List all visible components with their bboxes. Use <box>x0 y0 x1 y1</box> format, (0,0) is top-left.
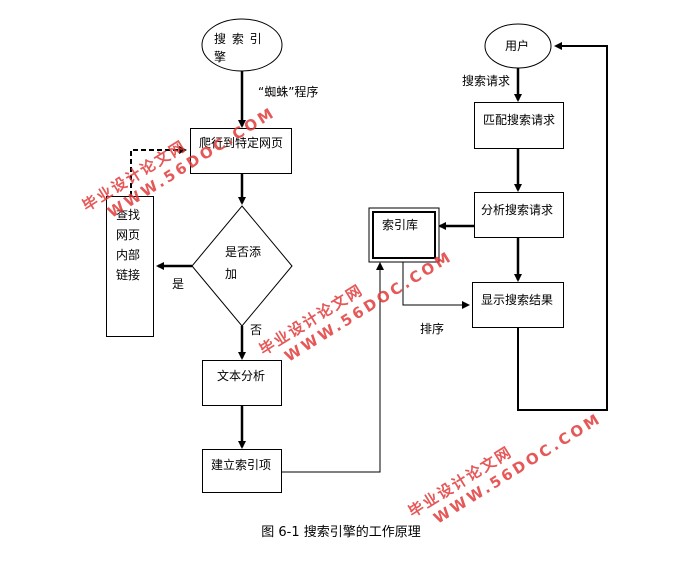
text-analysis-label: 文本分析 <box>217 369 266 383</box>
arrow-index-to-index-db <box>282 262 384 473</box>
sort-label: 排序 <box>420 322 445 336</box>
no-label: 否 <box>250 323 263 337</box>
user-label: 用户 <box>505 39 530 53</box>
search-engine-label: 搜 索 引 擎 <box>214 32 263 64</box>
search-request-label: 搜索请求 <box>462 74 511 88</box>
find-links-box: 查找网页内部链接 <box>106 196 154 337</box>
show-results-box: 显示搜索结果 <box>472 282 564 328</box>
arrow-results-to-user <box>517 42 608 411</box>
analyze-request-box: 分析搜索请求 <box>474 192 564 238</box>
spider-program-label: “蜘蛛”程序 <box>258 85 319 99</box>
crawl-pages-box: 爬行到特定网页 <box>190 128 292 174</box>
figure-caption: 图 6-1 搜索引擎的工作原理 <box>261 525 421 540</box>
crawl-pages-label: 爬行到特定网页 <box>199 136 284 150</box>
index-db-label: 索引库 <box>382 218 419 232</box>
match-request-box: 匹配搜索请求 <box>474 102 564 149</box>
analyze-request-label: 分析搜索请求 <box>481 203 554 217</box>
show-results-label: 显示搜索结果 <box>481 293 554 307</box>
arrow-index-db-to-results <box>402 262 470 309</box>
build-index-label: 建立索引项 <box>211 458 272 472</box>
decision-label: 是否添加 <box>225 245 262 281</box>
yes-label: 是 <box>172 277 185 291</box>
build-index-box: 建立索引项 <box>202 449 282 493</box>
index-db-inner <box>372 211 436 259</box>
match-request-label: 匹配搜索请求 <box>483 113 556 127</box>
text-analysis-box: 文本分析 <box>202 360 282 406</box>
find-links-label: 查找网页内部链接 <box>116 208 141 282</box>
dashed-loop-find-links-to-crawl <box>130 146 187 196</box>
